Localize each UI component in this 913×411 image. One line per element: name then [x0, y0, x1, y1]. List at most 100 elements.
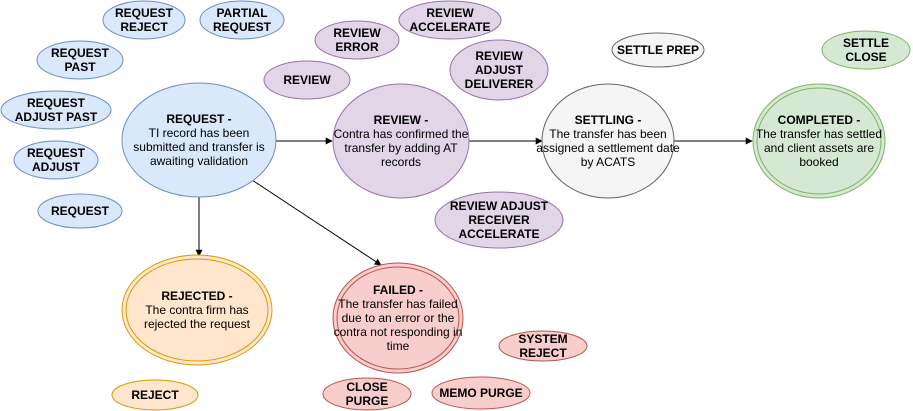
- state-failed-title: FAILED -: [373, 283, 423, 297]
- state-request-description: submitted and transfer is: [133, 140, 264, 154]
- substate-request-past-shape: [36, 40, 124, 80]
- substate-close-purge-label: PURGE: [346, 394, 389, 408]
- state-request-description: awaiting validation: [150, 154, 248, 168]
- substate-review-adjust-deliverer-label: ADJUST: [475, 63, 524, 77]
- substate-review-accelerate-label: REVIEW: [426, 6, 474, 20]
- state-failed-description: contra not responding in: [334, 325, 463, 339]
- substate-request-adjust-past-label: ADJUST PAST: [15, 110, 98, 124]
- state-settling-description: by ACATS: [581, 155, 635, 169]
- substate-settle-close-label: SETTLE: [843, 36, 889, 50]
- substate-request-reject-label: REQUEST: [115, 6, 174, 20]
- substate-review-adjust-receiver-accelerate-label: REVIEW ADJUST: [450, 199, 549, 213]
- substate-review-accelerate-label: ACCELERATE: [409, 20, 490, 34]
- state-settling: SETTLING -The transfer has beenassigned …: [536, 83, 680, 199]
- substate-request-past-label: REQUEST: [51, 46, 110, 60]
- state-failed-description: The transfer has failed: [338, 297, 457, 311]
- state-request-description: TI record has been: [149, 126, 250, 140]
- state-settling-shape: [541, 83, 675, 199]
- substate-reject: REJECT: [111, 379, 199, 411]
- substate-review: REVIEW: [263, 60, 351, 100]
- state-completed-shape: [752, 83, 886, 199]
- state-rejected-description: The contra firm has: [145, 303, 248, 317]
- substate-reject-label: REJECT: [131, 388, 179, 402]
- state-review: REVIEW -Contra has confirmed thetransfer…: [332, 83, 470, 199]
- substate-review-accelerate-shape: [398, 0, 502, 40]
- substate-request-adjust-past-shape: [0, 90, 112, 130]
- substate-memo-purge-label: MEMO PURGE: [439, 386, 522, 400]
- state-failed-description: due to an error or the: [342, 311, 455, 325]
- state-review-shape: [332, 83, 470, 199]
- state-failed-description: time: [387, 339, 410, 353]
- substate-system-reject-shape: [498, 330, 588, 362]
- state-completed-title: COMPLETED -: [778, 113, 861, 127]
- state-rejected-description: rejected the request: [144, 317, 251, 331]
- state-completed-description: The transfer has settled: [756, 127, 882, 141]
- substate-partial-request-label: PARTIAL: [216, 6, 267, 20]
- state-review-description: transfer by adding AT: [344, 141, 458, 155]
- substate-review-error-label: REVIEW: [333, 26, 381, 40]
- state-request-shape: [121, 82, 277, 198]
- substate-settle-prep: SETTLE PREP: [611, 32, 705, 68]
- state-review-description: Contra has confirmed the: [334, 127, 469, 141]
- substate-request-reject-shape: [102, 0, 186, 40]
- state-failed-shape: [332, 262, 464, 374]
- state-settling-description: assigned a settlement date: [536, 141, 680, 155]
- substate-memo-purge-shape: [431, 376, 531, 410]
- substate-close-purge-shape: [322, 377, 412, 411]
- substate-memo-purge: MEMO PURGE: [431, 376, 531, 410]
- substate-settle-prep-label: SETTLE PREP: [617, 43, 699, 57]
- state-rejected-inner-ring: [125, 258, 269, 362]
- substate-request-adjust-shape: [13, 140, 99, 180]
- substate-review-adjust-receiver-accelerate-shape: [434, 191, 564, 249]
- state-review-description: records: [381, 155, 421, 169]
- arrow-request-to-failed: [251, 179, 382, 266]
- substate-review-error-shape: [314, 20, 400, 60]
- state-settling-description: The transfer has been: [549, 127, 666, 141]
- substate-request-adjust-label: ADJUST: [32, 160, 81, 174]
- state-review-title: REVIEW -: [374, 113, 429, 127]
- substate-request-shape: [37, 193, 123, 229]
- substate-review-shape: [263, 60, 351, 100]
- state-failed-inner-ring: [336, 266, 460, 370]
- state-completed-description: booked: [799, 155, 838, 169]
- substate-settle-close-shape: [821, 30, 911, 70]
- substate-request-past-label: PAST: [64, 60, 96, 74]
- substate-settle-close-label: CLOSE: [845, 50, 886, 64]
- arrows: [195, 137, 753, 266]
- state-rejected-title: REJECTED -: [161, 289, 232, 303]
- substate-review-adjust-receiver-accelerate-label: RECEIVER: [468, 213, 530, 227]
- substate-system-reject-label: SYSTEM: [518, 332, 567, 346]
- substate-review-adjust-deliverer-shape: [449, 39, 549, 101]
- substate-review-error-label: ERROR: [335, 40, 379, 54]
- substate-settle-prep-shape: [611, 32, 705, 68]
- substate-reject-shape: [111, 379, 199, 411]
- substate-review-adjust-deliverer-label: DELIVERER: [465, 77, 534, 91]
- substate-review-adjust-receiver-accelerate-label: ACCELERATE: [458, 227, 539, 241]
- state-completed-description: and client assets are: [764, 141, 874, 155]
- substate-partial-request-shape: [199, 0, 285, 40]
- state-rejected-shape: [121, 254, 273, 366]
- substate-request-adjust-past-label: REQUEST: [27, 96, 86, 110]
- state-request-title: REQUEST -: [166, 112, 231, 126]
- substate-system-reject-label: REJECT: [519, 346, 567, 360]
- substate-request-label: REQUEST: [51, 204, 110, 218]
- substate-review-label: REVIEW: [283, 73, 331, 87]
- state-completed-inner-ring: [756, 87, 882, 195]
- substate-request-adjust-label: REQUEST: [27, 146, 86, 160]
